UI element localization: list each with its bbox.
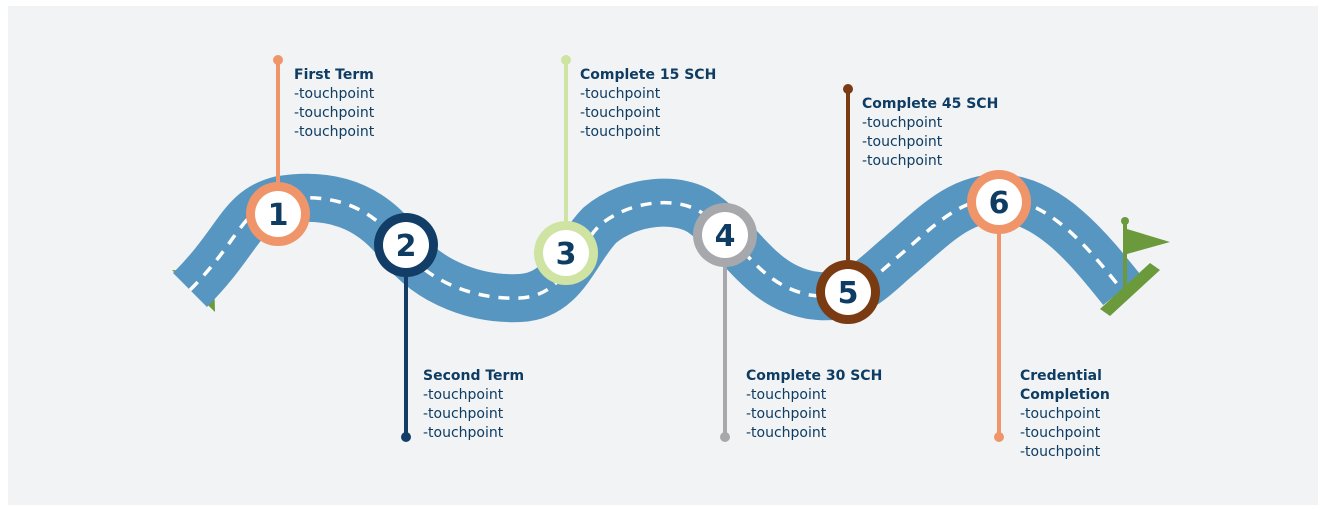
milestone-6-number: 6: [989, 186, 1010, 221]
milestone-5-marker: 5: [816, 260, 880, 324]
flag-icon: [1127, 229, 1170, 254]
milestone-5-title: Complete 45 SCH: [862, 96, 999, 112]
milestone-6-item: -touchpoint: [1020, 406, 1101, 422]
milestone-2-marker: 2: [374, 213, 438, 277]
milestone-2-item: -touchpoint: [423, 406, 504, 422]
milestone-1-item: -touchpoint: [294, 105, 375, 121]
milestone-4-number: 4: [715, 219, 736, 254]
milestone-5-label: Complete 45 SCH -touchpoint -touchpoint …: [862, 95, 998, 171]
milestone-4-item: -touchpoint: [746, 387, 827, 403]
milestone-6-item: -touchpoint: [1020, 444, 1101, 460]
milestone-6-title: Credential Completion: [1020, 368, 1110, 403]
finish-base: [1100, 263, 1160, 316]
milestone-5-stem: [843, 84, 853, 292]
milestone-5-number: 5: [838, 276, 859, 311]
milestone-1-marker: 1: [246, 182, 310, 246]
milestone-6-stem: [994, 202, 1004, 442]
milestone-6-item: -touchpoint: [1020, 425, 1101, 441]
milestone-3-item: -touchpoint: [580, 105, 661, 121]
milestone-6-label: Credential Completion -touchpoint -touch…: [1020, 367, 1110, 462]
milestone-2-title: Second Term: [423, 368, 525, 384]
milestone-4-title: Complete 30 SCH: [746, 368, 883, 384]
milestone-2-number: 2: [396, 229, 417, 264]
milestone-3-item: -touchpoint: [580, 124, 661, 140]
road-path: [172, 173, 1141, 323]
milestone-2-item: -touchpoint: [423, 387, 504, 403]
milestone-5-item: -touchpoint: [862, 134, 943, 150]
milestone-1-item: -touchpoint: [294, 124, 375, 140]
milestone-1-title: First Term: [294, 67, 374, 83]
milestone-1-item: -touchpoint: [294, 86, 375, 102]
milestone-3-label: Complete 15 SCH -touchpoint -touchpoint …: [580, 66, 716, 142]
milestone-3-stem: [561, 55, 571, 253]
milestone-5-item: -touchpoint: [862, 153, 943, 169]
milestone-5-item: -touchpoint: [862, 115, 943, 131]
milestone-1-number: 1: [268, 198, 289, 233]
milestone-4-label: Complete 30 SCH -touchpoint -touchpoint …: [746, 367, 882, 443]
milestone-1-label: First Term -touchpoint -touchpoint -touc…: [294, 66, 374, 142]
milestone-4-marker: 4: [693, 203, 757, 267]
milestone-6-marker: 6: [967, 170, 1031, 234]
milestone-2-item: -touchpoint: [423, 425, 504, 441]
milestone-4-item: -touchpoint: [746, 425, 827, 441]
flag-pole-top: [1121, 217, 1129, 225]
milestone-2-label: Second Term -touchpoint -touchpoint -tou…: [423, 367, 524, 443]
milestone-3-item: -touchpoint: [580, 86, 661, 102]
milestone-3-title: Complete 15 SCH: [580, 67, 717, 83]
milestone-3-marker: 3: [534, 221, 598, 285]
roadmap-canvas: 1 2 3 4 5 6 First Term -tou: [8, 6, 1318, 505]
milestone-4-stem: [720, 235, 730, 442]
road-diagram: 1 2 3 4 5 6: [172, 55, 1170, 442]
milestone-4-item: -touchpoint: [746, 406, 827, 422]
milestone-3-number: 3: [556, 237, 577, 272]
